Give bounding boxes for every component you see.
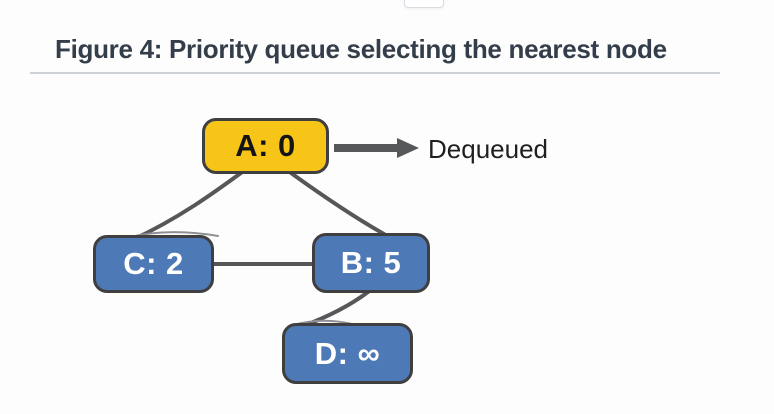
node-b[interactable]: B: 5 [312,233,430,293]
node-b-label: B: 5 [340,245,402,280]
edge-a-b [289,171,386,236]
dequeue-arrow-icon [334,138,419,158]
edge-a-c [130,168,247,242]
node-a[interactable]: A: 0 [202,118,329,174]
node-c[interactable]: C: 2 [93,235,214,293]
node-d[interactable]: D: ∞ [282,323,413,384]
dequeued-label: Dequeued [428,134,548,164]
figure-title: Figure 4: Priority queue selecting the n… [55,34,667,64]
node-d-label: D: ∞ [314,335,381,371]
title-underline [30,72,720,74]
window-handle-fragment [404,0,444,8]
node-a-label: A: 0 [235,128,296,163]
node-c-label: C: 2 [123,246,184,281]
